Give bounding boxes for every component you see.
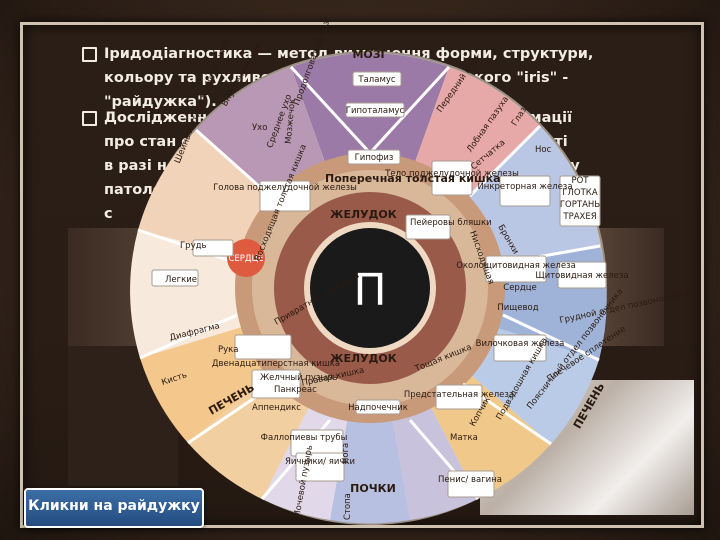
label-pankreas: Панкреас [274,385,317,395]
checkbox-bullet-icon [82,47,97,62]
heart-node [227,239,265,277]
label-glotka: ГЛОТКА [562,188,597,198]
bullet-2-line-5: с [104,206,113,222]
label-falopievy: Фаллопиевы трубы [261,433,348,443]
label-grud: Грудь [180,241,207,251]
label-yaichniki: Яичники/ яички [285,457,355,467]
label-ruka: Рука [218,345,239,355]
brain-title: МОЗГ [352,48,387,61]
label-inkret: Инкреторная железа [477,182,572,192]
label-zheludok-top: ЖЕЛУДОК [330,208,397,221]
label-nos: Нос [535,145,552,155]
label-vilochkovaya: Вилочковая железа [476,339,565,349]
pupil [310,228,430,348]
heart-label: СЕРДЦЕ [228,254,263,264]
label-nadpochechnik: Надпочечник [348,403,408,413]
label-legkie: Легкие [165,275,197,285]
label-rot: РОТ [571,176,589,186]
label-predstat: Предстательная железа [404,390,514,400]
label-traheya: ТРАХЕЯ [562,212,596,222]
label-zhelchniy: Желчный пузырь [260,373,338,383]
label-penis: Пенис/ вагина [438,475,502,485]
label-mozzhechok: Мозжечок [284,98,298,144]
label-plastinki: Пейеровы бляшки [410,218,492,228]
label-appendiks: Аппендикс [252,403,301,413]
label-golovapodzh: Голова поджелудочной железы [213,183,357,193]
label-pischevod: Пищевод [497,303,538,313]
label-okoloshit: Околощитовидная железа [456,261,576,271]
label-hipotalamus: Гипоталамус [346,106,405,116]
label-dvenad: Двенадцатиперстная кишка [212,359,340,369]
label-talamus: Таламус [357,75,395,85]
pupil-letter: П [353,265,386,316]
checkbox-bullet-icon [82,111,97,126]
label-telopodzh: Тело поджелудочной железы [384,169,519,179]
label-hipofiz: Гипофиз [355,153,394,163]
bullet-1-line-3: "райдужка"). [104,94,217,110]
label-shitovidnaya: Щитовидная железа [535,271,628,281]
label-matka: Матка [450,433,478,443]
label-noga: Нога [341,443,351,464]
kidney-title: ПОЧКИ [350,482,396,495]
organ-boxes [151,71,607,498]
label-uho: Ухо [252,123,267,133]
label-poperech: Поперечная толстая кишка [325,172,501,185]
label-serdce-s: Сердце [503,283,536,293]
label-gortan: ГОРТАНЬ [560,200,600,210]
label-stopa: Стопа [343,493,353,520]
label-zheludok-bottom: ЖЕЛУДОК [330,352,397,365]
click-iris-button[interactable]: Кликни на райдужку [24,488,204,528]
